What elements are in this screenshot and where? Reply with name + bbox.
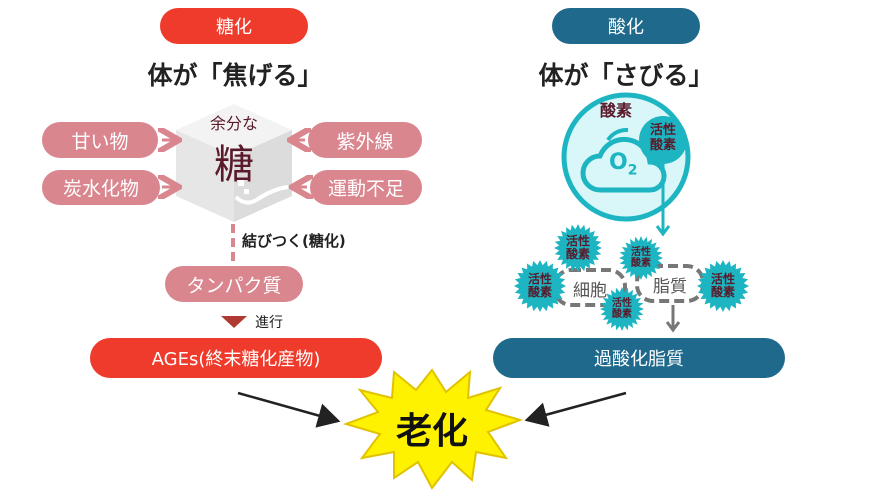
progress-label: 進行 (255, 315, 283, 331)
active-oxygen-burst (554, 224, 602, 272)
sugar-cube-icon (176, 104, 292, 222)
active-oxygen-main: 活性酸素 (649, 123, 676, 153)
ages-result: AGEs(終末糖化産物) (90, 338, 382, 378)
cause-uv: 紫外線 (308, 122, 422, 158)
o2-sub: 2 (627, 162, 638, 179)
active-oxygen-burst (600, 287, 644, 331)
oxygen-label: 酸素 (600, 101, 633, 120)
cause-carbs: 炭水化物 (42, 170, 160, 205)
cube-top-text: 余分な (209, 114, 258, 133)
active-oxygen-burst (619, 236, 663, 280)
glycation-label: 糖化 (160, 8, 308, 44)
active-oxygen-label: 活性酸素 (710, 272, 735, 299)
cell-label: 細胞 (573, 281, 607, 301)
bind-label: 結びつく(糖化) (242, 232, 346, 250)
active-oxygen-label: 活性酸素 (612, 298, 632, 320)
aging-label: 老化 (395, 411, 468, 452)
o2-label: O2 (609, 150, 637, 178)
oxidation-label: 酸化 (552, 8, 700, 44)
glycation-headline: 体が「焦げる」 (147, 61, 323, 90)
lipid-label: 脂質 (653, 277, 687, 297)
cube-main-text: 糖 (214, 142, 254, 188)
aging-burst (342, 368, 524, 490)
protein-pill: タンパク質 (165, 266, 303, 302)
o2-o: O (609, 150, 628, 175)
active-oxygen-label: 活性酸素 (527, 272, 552, 299)
cause-sweets: 甘い物 (42, 122, 158, 158)
active-oxygen-burst (697, 260, 749, 312)
lipid-peroxide-result: 過酸化脂質 (493, 338, 785, 378)
active-oxygen-burst (514, 260, 566, 312)
oxidation-headline: 体が「さびる」 (538, 61, 714, 90)
progress-triangle-icon (221, 316, 247, 328)
active-oxygen-label: 活性酸素 (631, 247, 651, 269)
cause-exercise: 運動不足 (310, 170, 422, 205)
active-oxygen-label: 活性酸素 (565, 234, 590, 261)
